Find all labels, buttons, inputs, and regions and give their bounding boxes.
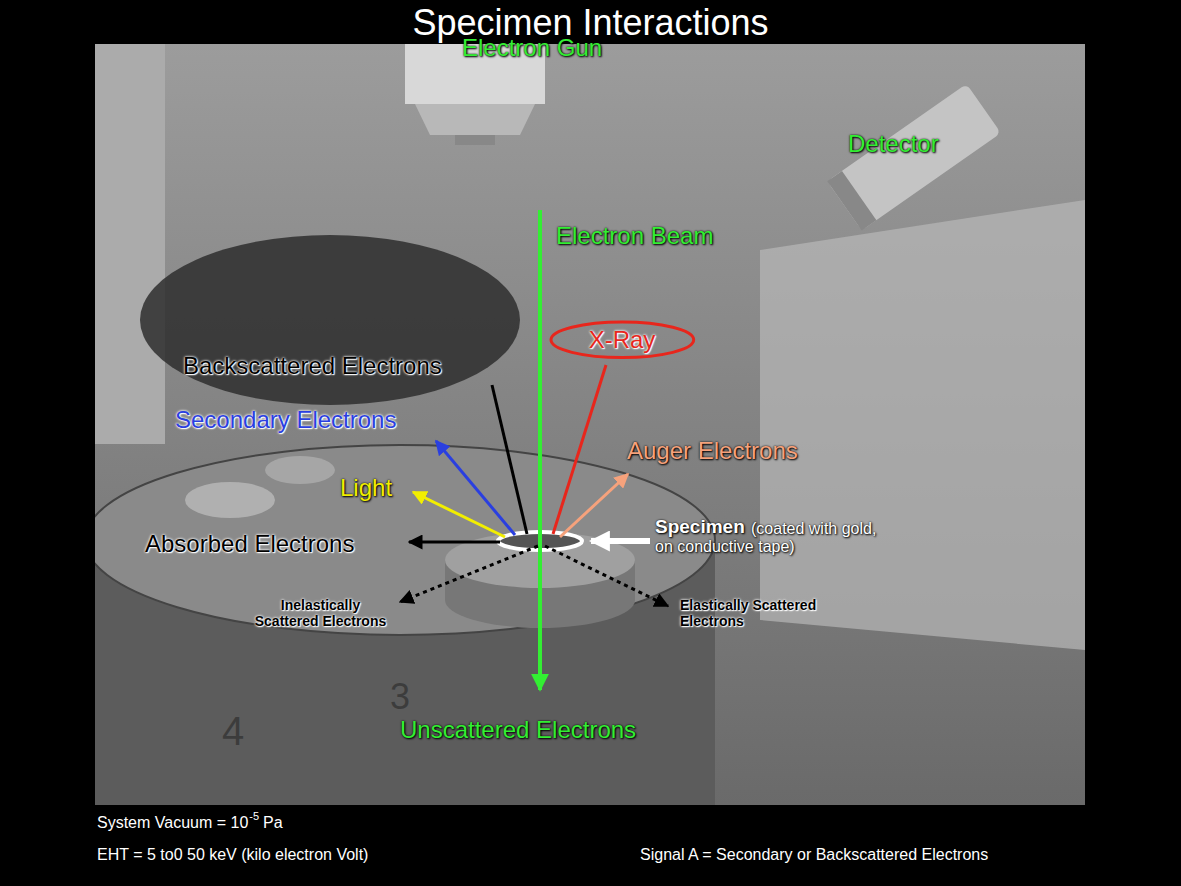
stage-clip: [265, 456, 335, 484]
component-label: Electron Gun: [462, 34, 602, 62]
scatter-label: Elastically Scattered Electrons: [680, 597, 825, 629]
back-wall: [760, 200, 1085, 650]
signal-label: Secondary Electrons: [175, 406, 396, 434]
chamber-post: [95, 44, 165, 444]
pole-piece: [455, 135, 495, 145]
beam-label: Unscattered Electrons: [400, 716, 636, 744]
spec-note: Pa: [263, 814, 283, 832]
secondary-arrow: [436, 441, 515, 535]
specimen-note: (coated with gold, on conductive tape): [655, 520, 890, 557]
ellipse-outline: [551, 322, 694, 358]
xray-line: [553, 365, 606, 534]
ellipse-node: X-Ray: [549, 320, 696, 360]
elastic-arrow: [545, 546, 668, 606]
scatter-label: Inelastically Scattered Electrons: [248, 597, 393, 629]
spec-note: Signal A = Secondary or Backscattered El…: [640, 846, 988, 864]
signal-label: Backscattered Electrons: [183, 352, 442, 380]
specimen-pointer: [591, 538, 650, 544]
detector-group: [827, 84, 1001, 231]
detector-body: [827, 84, 1001, 231]
specimen-label: Specimen: [655, 516, 745, 538]
photo-group: [95, 44, 1085, 805]
beam-label: Electron Beam: [556, 222, 713, 250]
detector-face: [827, 171, 876, 230]
component-label: Detector: [848, 130, 939, 158]
exponent: -5: [249, 810, 259, 823]
chamber-cavity: [140, 235, 520, 405]
node-text: X-Ray: [589, 326, 656, 354]
signal-label: Auger Electrons: [627, 437, 798, 465]
electron-beam-arrow: [538, 210, 542, 690]
engraved-number: 3: [390, 676, 410, 717]
light-arrow: [413, 492, 505, 537]
auger-arrow: [560, 474, 628, 537]
spec-note: System Vacuum = 10: [97, 814, 248, 832]
stage-clip: [185, 482, 275, 518]
signal-label: Light: [340, 474, 392, 502]
engraved-number: 4: [222, 708, 244, 754]
absorbed-arrow: [409, 541, 500, 544]
stage-top: [95, 445, 715, 635]
spec-note: EHT = 5 to0 50 keV (kilo electron Volt): [97, 846, 368, 864]
signal-label: Absorbed Electrons: [145, 530, 354, 558]
inelastic-arrow: [400, 546, 538, 602]
electron-gun-tip: [415, 104, 535, 135]
